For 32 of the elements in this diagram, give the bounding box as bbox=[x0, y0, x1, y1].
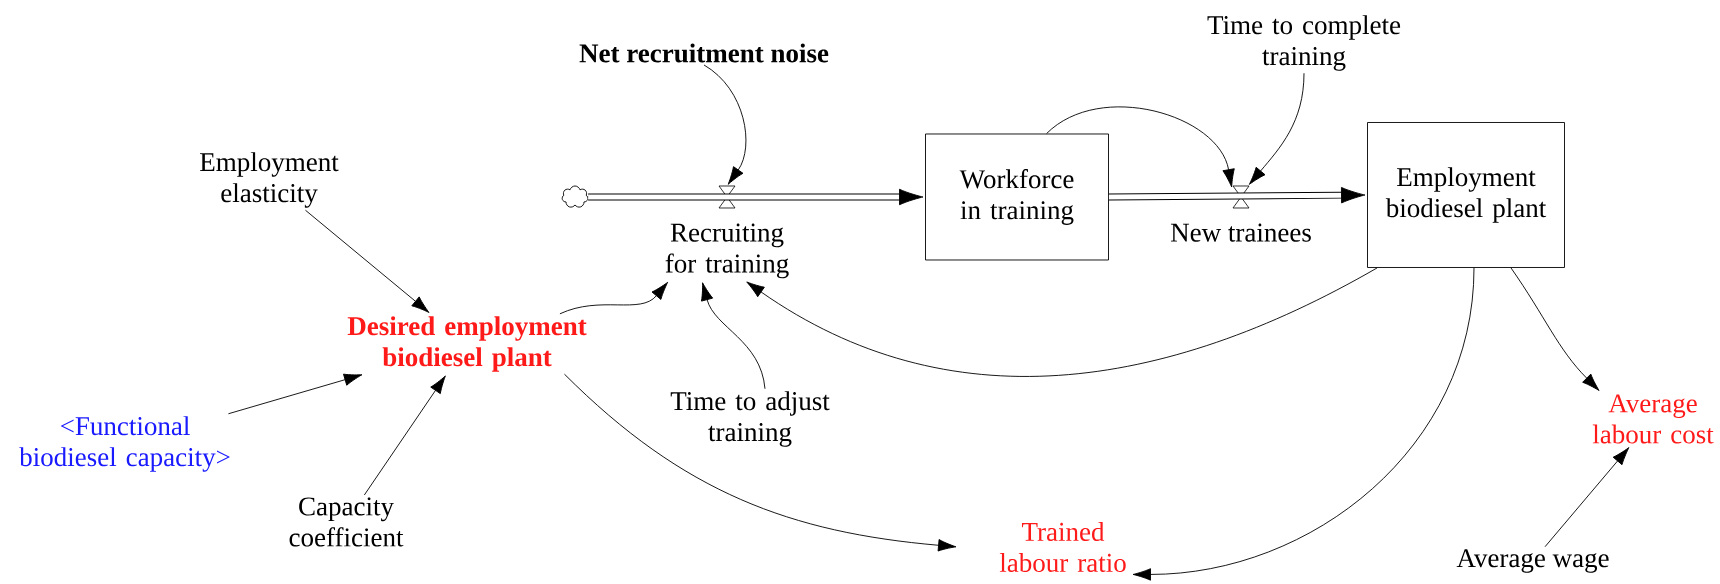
arrow bbox=[703, 64, 747, 185]
variable-label: Average labour cost bbox=[1592, 394, 1714, 444]
arrow bbox=[564, 373, 957, 552]
flow-valve: New trainees bbox=[1170, 185, 1311, 242]
arrow bbox=[1510, 267, 1600, 391]
arrow bbox=[746, 267, 1378, 377]
variable-label: Net recruitment noise bbox=[579, 43, 829, 63]
flow-valve: Recruiting for training bbox=[665, 185, 789, 279]
arrow bbox=[559, 281, 669, 315]
variable-label: Trained labour ratio bbox=[999, 522, 1126, 572]
arrow bbox=[363, 375, 446, 496]
stock-box: Employment biodiesel plant bbox=[1367, 122, 1565, 268]
arrow bbox=[1046, 106, 1235, 188]
arrow bbox=[305, 209, 430, 313]
source-cloud bbox=[561, 185, 589, 208]
flow-pipe bbox=[1108, 187, 1366, 204]
arrow bbox=[1544, 447, 1630, 548]
variable-label: Time to complete training bbox=[1207, 15, 1401, 71]
variable-label: Capacity coefficient bbox=[289, 497, 404, 547]
variable-label: Time to adjust training bbox=[670, 391, 830, 447]
node-label: Recruiting for training bbox=[665, 223, 789, 279]
stock-box: Workforce in training bbox=[925, 133, 1109, 261]
arrow bbox=[701, 282, 766, 390]
node-label: New trainees bbox=[1170, 223, 1311, 242]
variable-label: Desired employment biodiesel plant bbox=[347, 316, 587, 372]
arrow bbox=[228, 373, 363, 415]
variable-label: Employment elasticity bbox=[200, 152, 339, 208]
flow-pipe bbox=[588, 188, 924, 206]
arrow bbox=[1132, 267, 1475, 581]
variable-label: <Functional biodiesel capacity> bbox=[19, 416, 230, 472]
arrow bbox=[1248, 72, 1305, 185]
variable-label: Average wage bbox=[1456, 549, 1609, 573]
